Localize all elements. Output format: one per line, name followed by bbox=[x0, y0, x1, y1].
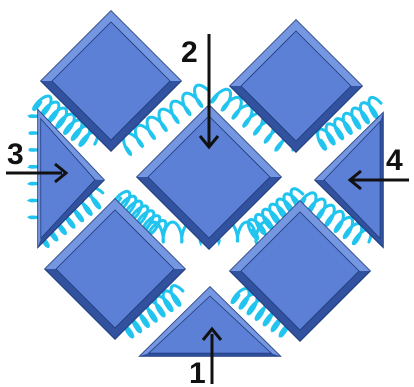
triangle-tile-bottom-bevel bbox=[140, 353, 280, 356]
square-tile-2 bbox=[230, 20, 362, 152]
arrow-3-label: 3 bbox=[7, 138, 24, 171]
arrow-1-label: 1 bbox=[189, 357, 206, 387]
square-tile-1-face bbox=[52, 22, 170, 140]
square-tile-1 bbox=[41, 11, 181, 151]
arrow-4-label: 4 bbox=[386, 144, 403, 177]
arrow-2-label: 2 bbox=[181, 36, 198, 69]
square-tile-5 bbox=[230, 201, 370, 341]
